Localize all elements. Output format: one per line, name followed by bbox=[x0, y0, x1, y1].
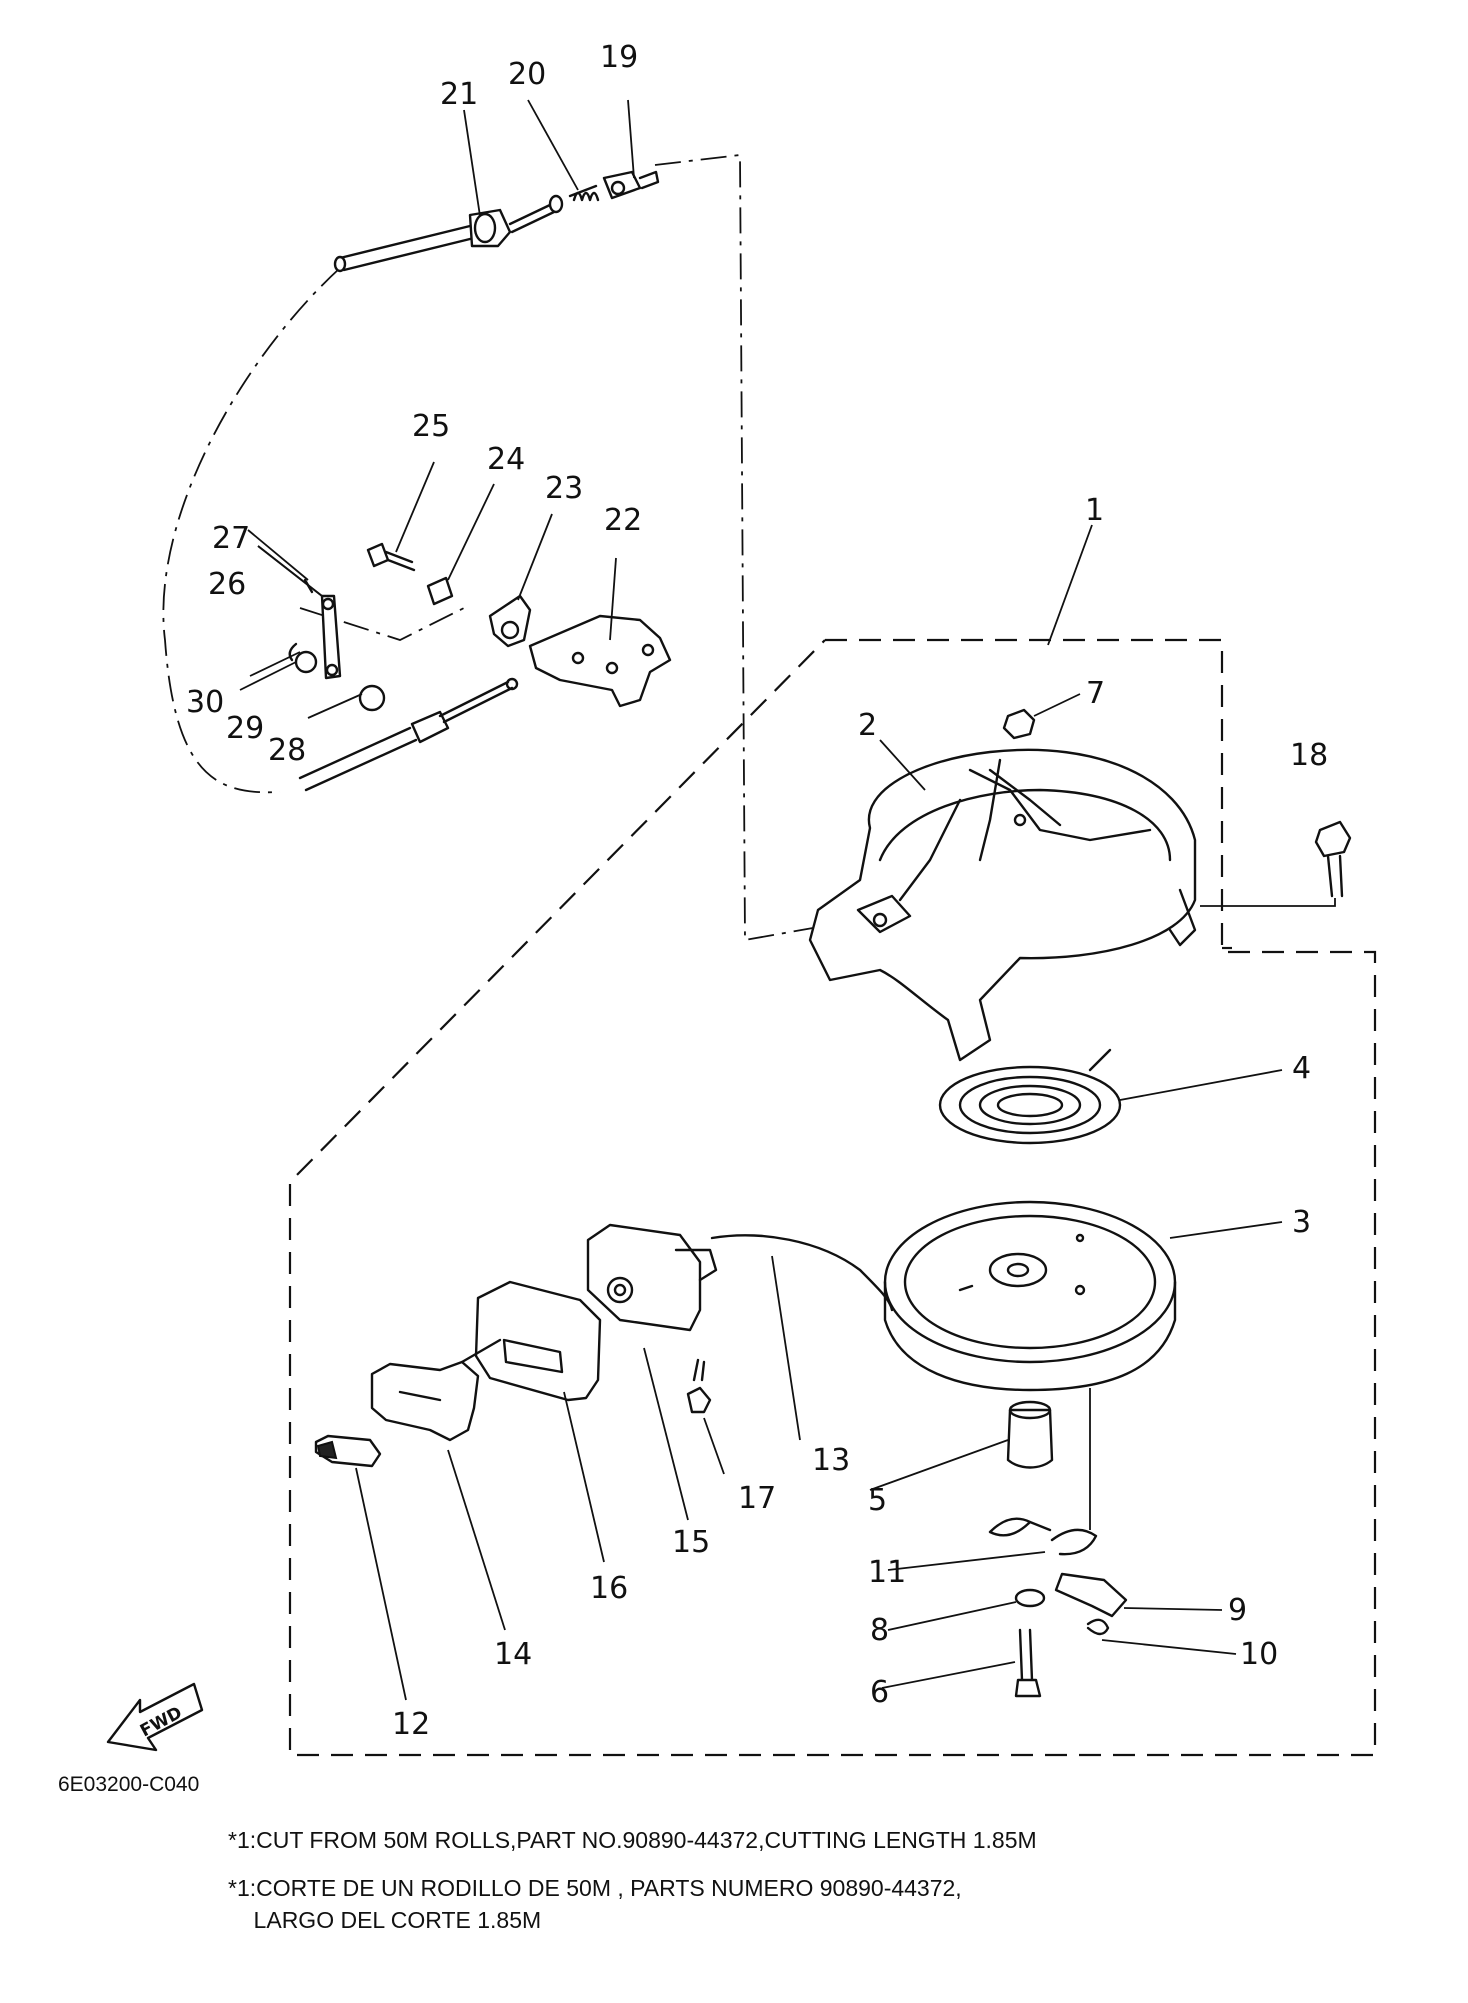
nut-7 bbox=[1002, 708, 1036, 740]
callout-9: 9 bbox=[1228, 1593, 1247, 1628]
callout-8: 8 bbox=[870, 1613, 889, 1648]
callout-7: 7 bbox=[1086, 676, 1105, 711]
starter-housing bbox=[808, 748, 1197, 1062]
starter-rope bbox=[710, 1234, 894, 1312]
callout-labels: 1 2 3 4 5 6 7 8 9 10 11 12 13 14 15 16 1… bbox=[186, 40, 1328, 1742]
callout-15: 15 bbox=[672, 1525, 710, 1560]
callout-23: 23 bbox=[545, 471, 583, 506]
callout-12: 12 bbox=[392, 1707, 430, 1742]
starter-handle-body bbox=[474, 1280, 602, 1402]
bolt-17 bbox=[686, 1358, 712, 1414]
note-english: *1:CUT FROM 50M ROLLS,PART NO.90890-4437… bbox=[228, 1827, 1037, 1853]
callout-22: 22 bbox=[604, 503, 642, 538]
rope-guide bbox=[586, 1223, 718, 1332]
note-spanish-line-1: *1:CORTE DE UN RODILLO DE 50M , PARTS NU… bbox=[228, 1875, 962, 1901]
handle-insert bbox=[314, 1434, 382, 1468]
callout-30: 30 bbox=[186, 685, 224, 720]
collar-5 bbox=[1006, 1400, 1054, 1469]
callout-29: 29 bbox=[226, 711, 264, 746]
diagram-code: 6E03200-C040 bbox=[58, 1773, 200, 1796]
callout-10: 10 bbox=[1240, 1637, 1278, 1672]
callout-18: 18 bbox=[1290, 738, 1328, 773]
callout-4: 4 bbox=[1292, 1051, 1311, 1086]
note-spanish-line-2: LARGO DEL CORTE 1.85M bbox=[228, 1907, 542, 1933]
bolt-18 bbox=[1200, 820, 1352, 907]
fwd-arrow: FWD bbox=[106, 1682, 204, 1752]
callout-14: 14 bbox=[494, 1637, 532, 1672]
callout-2: 2 bbox=[858, 708, 877, 743]
callout-28: 28 bbox=[268, 733, 306, 768]
callout-16: 16 bbox=[590, 1571, 628, 1606]
callout-21: 21 bbox=[440, 77, 478, 112]
pawl-parts bbox=[988, 1388, 1128, 1698]
callout-3: 3 bbox=[1292, 1205, 1311, 1240]
callout-5: 5 bbox=[868, 1483, 887, 1518]
cable-assembly-top bbox=[333, 170, 660, 273]
callout-11: 11 bbox=[868, 1555, 906, 1590]
callout-25: 25 bbox=[412, 409, 450, 444]
callout-19: 19 bbox=[600, 40, 638, 75]
linkage-assembly bbox=[288, 542, 672, 792]
callout-27: 27 bbox=[212, 521, 250, 556]
drum-sheave bbox=[883, 1200, 1177, 1392]
callout-26: 26 bbox=[208, 567, 246, 602]
handle-grip bbox=[370, 1338, 502, 1442]
callout-13: 13 bbox=[812, 1443, 850, 1478]
spiral-spring bbox=[938, 1048, 1122, 1145]
callout-20: 20 bbox=[508, 57, 546, 92]
callout-24: 24 bbox=[487, 442, 525, 477]
callout-6: 6 bbox=[870, 1675, 889, 1710]
callout-17: 17 bbox=[738, 1481, 776, 1516]
leader-lines bbox=[239, 99, 1283, 1701]
callout-1: 1 bbox=[1085, 493, 1104, 528]
